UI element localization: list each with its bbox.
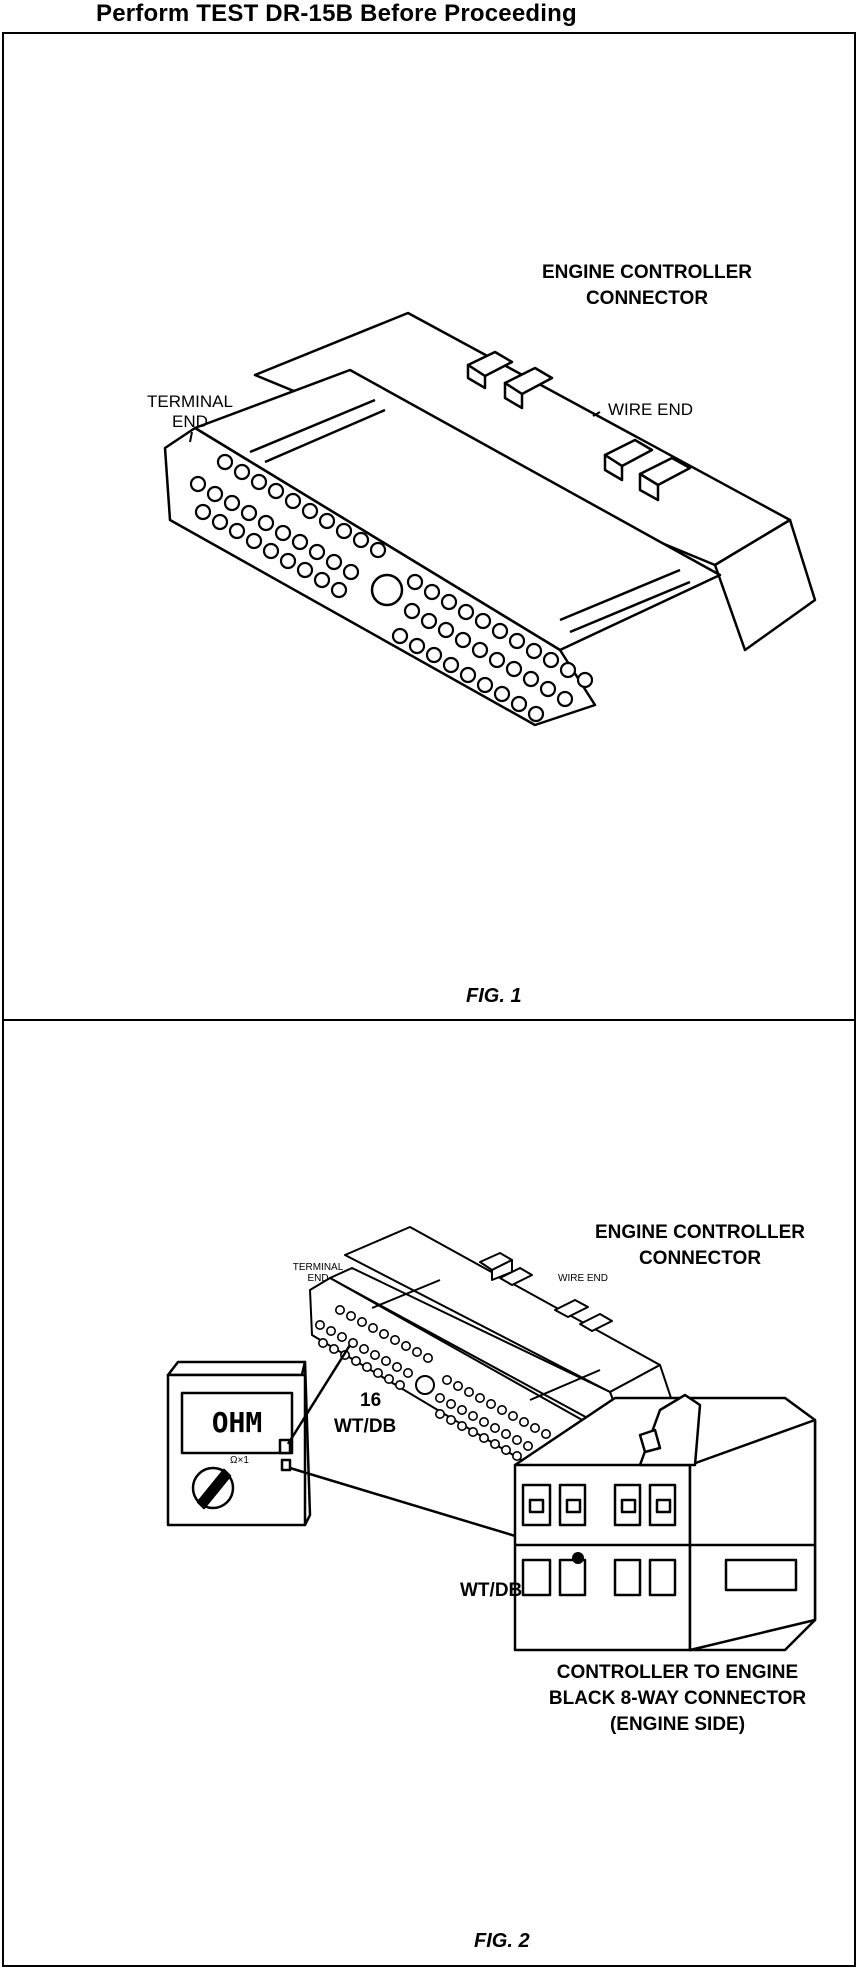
fig2-wire-color-bottom: WT/DB — [460, 1580, 523, 1601]
ohmmeter-display: OHM — [211, 1406, 263, 1439]
fig1-wire-end-label: WIRE END — [608, 400, 693, 419]
figure-divider — [2, 1019, 856, 1021]
fig1-connector-label: ENGINE CONTROLLER CONNECTOR — [541, 262, 753, 309]
figure-frame — [2, 32, 856, 1967]
fig2-wire-end-label: WIRE END — [558, 1273, 608, 1284]
fig1-terminal-end-label: TERMINAL END — [147, 392, 233, 431]
fig1-housing-side — [713, 518, 817, 652]
fig1-caption: FIG. 1 — [466, 985, 522, 1007]
fig2-pin-number: 16 — [360, 1390, 382, 1411]
page-heading: Perform TEST DR-15B Before Proceeding — [96, 0, 577, 27]
fig2-8way-connector — [513, 1393, 817, 1652]
fig2-8way-probe-point — [572, 1552, 584, 1564]
fig2-center-hole — [415, 1375, 435, 1395]
fig2-wire-color-top: WT/DB — [334, 1416, 397, 1437]
fig2-pins — [314, 1305, 551, 1462]
fig2-caption: FIG. 2 — [474, 1930, 530, 1952]
ohmmeter — [166, 1360, 312, 1527]
fig2-8way-label: CONTROLLER TO ENGINE BLACK 8-WAY CONNECT… — [548, 1662, 807, 1735]
fig1-pins — [189, 453, 594, 723]
fig1-center-hole — [370, 573, 404, 607]
test-lead-top — [286, 1344, 352, 1445]
fig1-latch-tabs — [466, 350, 692, 502]
ohmmeter-range: Ω×1 — [230, 1455, 249, 1466]
fig2-terminal-end-label: TERMINAL END — [292, 1262, 344, 1284]
fig2-connector-label: ENGINE CONTROLLER CONNECTOR — [594, 1222, 806, 1269]
